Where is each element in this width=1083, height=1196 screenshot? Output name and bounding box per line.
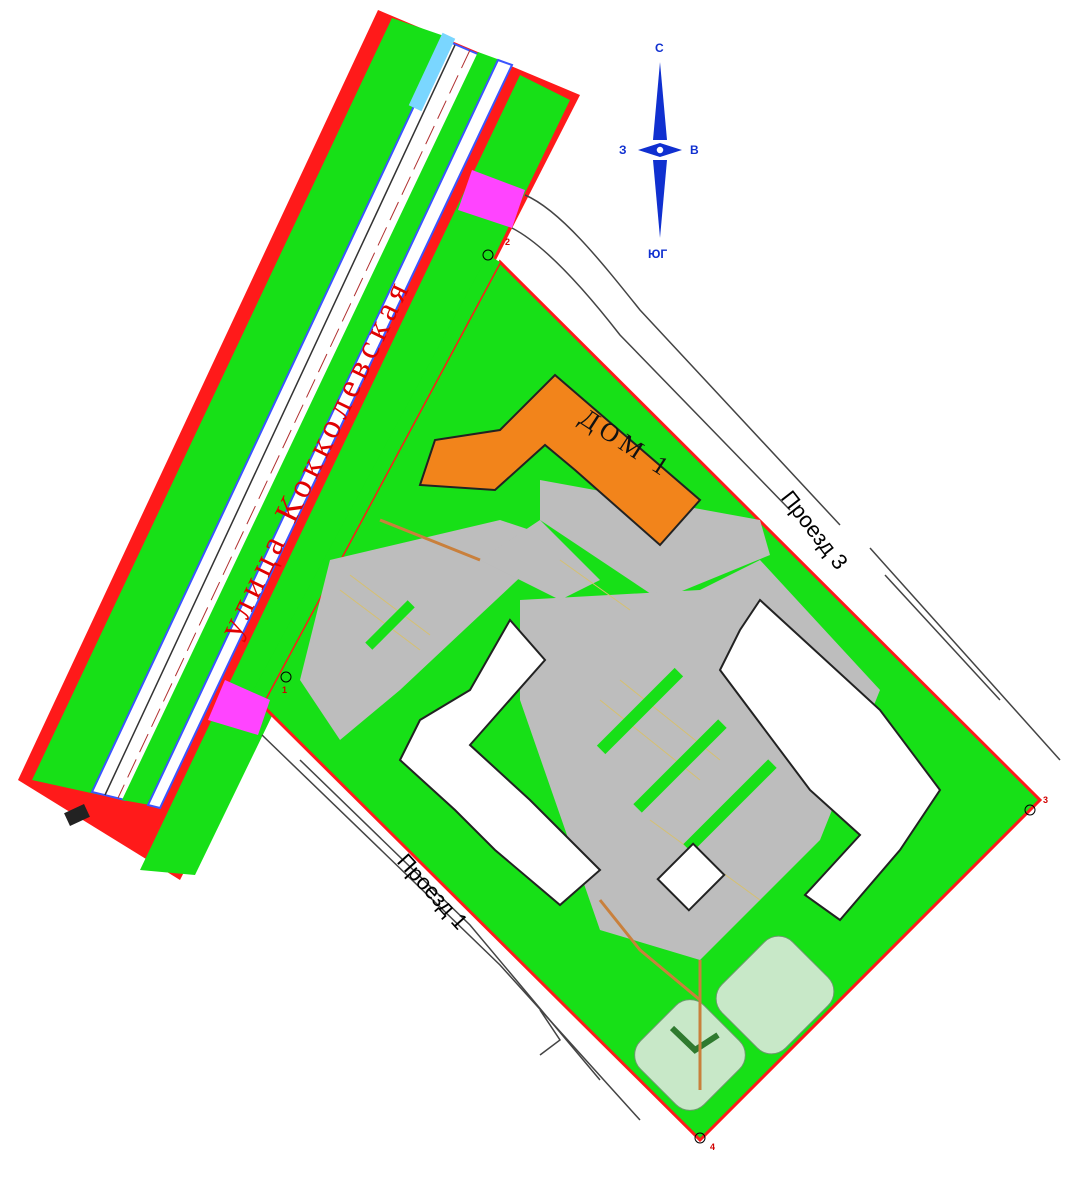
- road-3-outline-a: [524, 194, 841, 526]
- marker-4-label: 4: [710, 1142, 715, 1152]
- compass-south-label: ЮГ: [648, 247, 667, 261]
- island-4: [365, 600, 415, 650]
- road-3-outline-d: [884, 574, 1001, 701]
- road-3-outline-c: [869, 547, 1061, 761]
- street-green-right: [140, 75, 570, 875]
- island-1: [596, 667, 684, 755]
- road-1-outline-c: [539, 1009, 562, 1056]
- road-3-outline-b: [511, 227, 791, 511]
- crossing-north: [458, 170, 525, 228]
- compass-west-label: З: [619, 143, 627, 157]
- checker-pattern: [64, 804, 90, 826]
- footpath: [598, 899, 701, 1002]
- playground-element: [669, 1025, 720, 1054]
- compass-arrow-south: [653, 160, 667, 238]
- compass-arrow-west: [638, 143, 660, 157]
- parking-islands: [365, 600, 777, 853]
- house-1-building: [418, 373, 702, 547]
- street-carriageway-white-2: [146, 58, 514, 810]
- asphalt-north-link: [480, 520, 600, 600]
- compass-arrow-east: [660, 143, 682, 157]
- marker-4-circle: [694, 1132, 706, 1144]
- playground-2: [715, 935, 835, 1055]
- marker-2-label: 2: [505, 237, 510, 247]
- footpath: [379, 518, 481, 562]
- road-1-outline-b: [299, 759, 601, 1081]
- island-3: [683, 759, 777, 853]
- road-outlines: [261, 194, 1061, 1121]
- compass-north-label: С: [655, 41, 664, 55]
- building-west: [398, 618, 602, 907]
- marker-3-circle: [1024, 804, 1036, 816]
- corner-markers: 1 2 3 4: [280, 237, 1048, 1152]
- court-structure: [656, 842, 726, 912]
- crossing-south: [208, 680, 270, 735]
- upper-lawn-strip: [248, 255, 500, 705]
- marker-1-circle: [280, 671, 292, 683]
- building-east: [718, 598, 942, 922]
- stripe: [339, 589, 421, 651]
- island-2: [633, 719, 727, 813]
- compass-east-label: В: [690, 143, 699, 157]
- compass-rose: С ЮГ З В: [619, 41, 699, 261]
- street-dash-line: [117, 49, 471, 799]
- compass-center: [655, 145, 665, 155]
- marker-3-label: 3: [1043, 795, 1048, 805]
- water-strip: [408, 32, 456, 112]
- playground-1: [634, 999, 746, 1111]
- footpaths: [379, 518, 702, 1090]
- street-edge-line: [104, 44, 456, 796]
- street-strip: [18, 10, 580, 880]
- marker-2-circle: [482, 249, 494, 261]
- street-green-left: [32, 18, 450, 795]
- street-green-median: [122, 52, 500, 805]
- asphalt-west-lot: [300, 520, 560, 740]
- marker-1-label: 1: [282, 685, 287, 695]
- road-1-outline-a: [261, 734, 641, 1121]
- stripe: [349, 574, 431, 636]
- stripe: [559, 559, 631, 611]
- compass-arrow-north: [653, 62, 667, 140]
